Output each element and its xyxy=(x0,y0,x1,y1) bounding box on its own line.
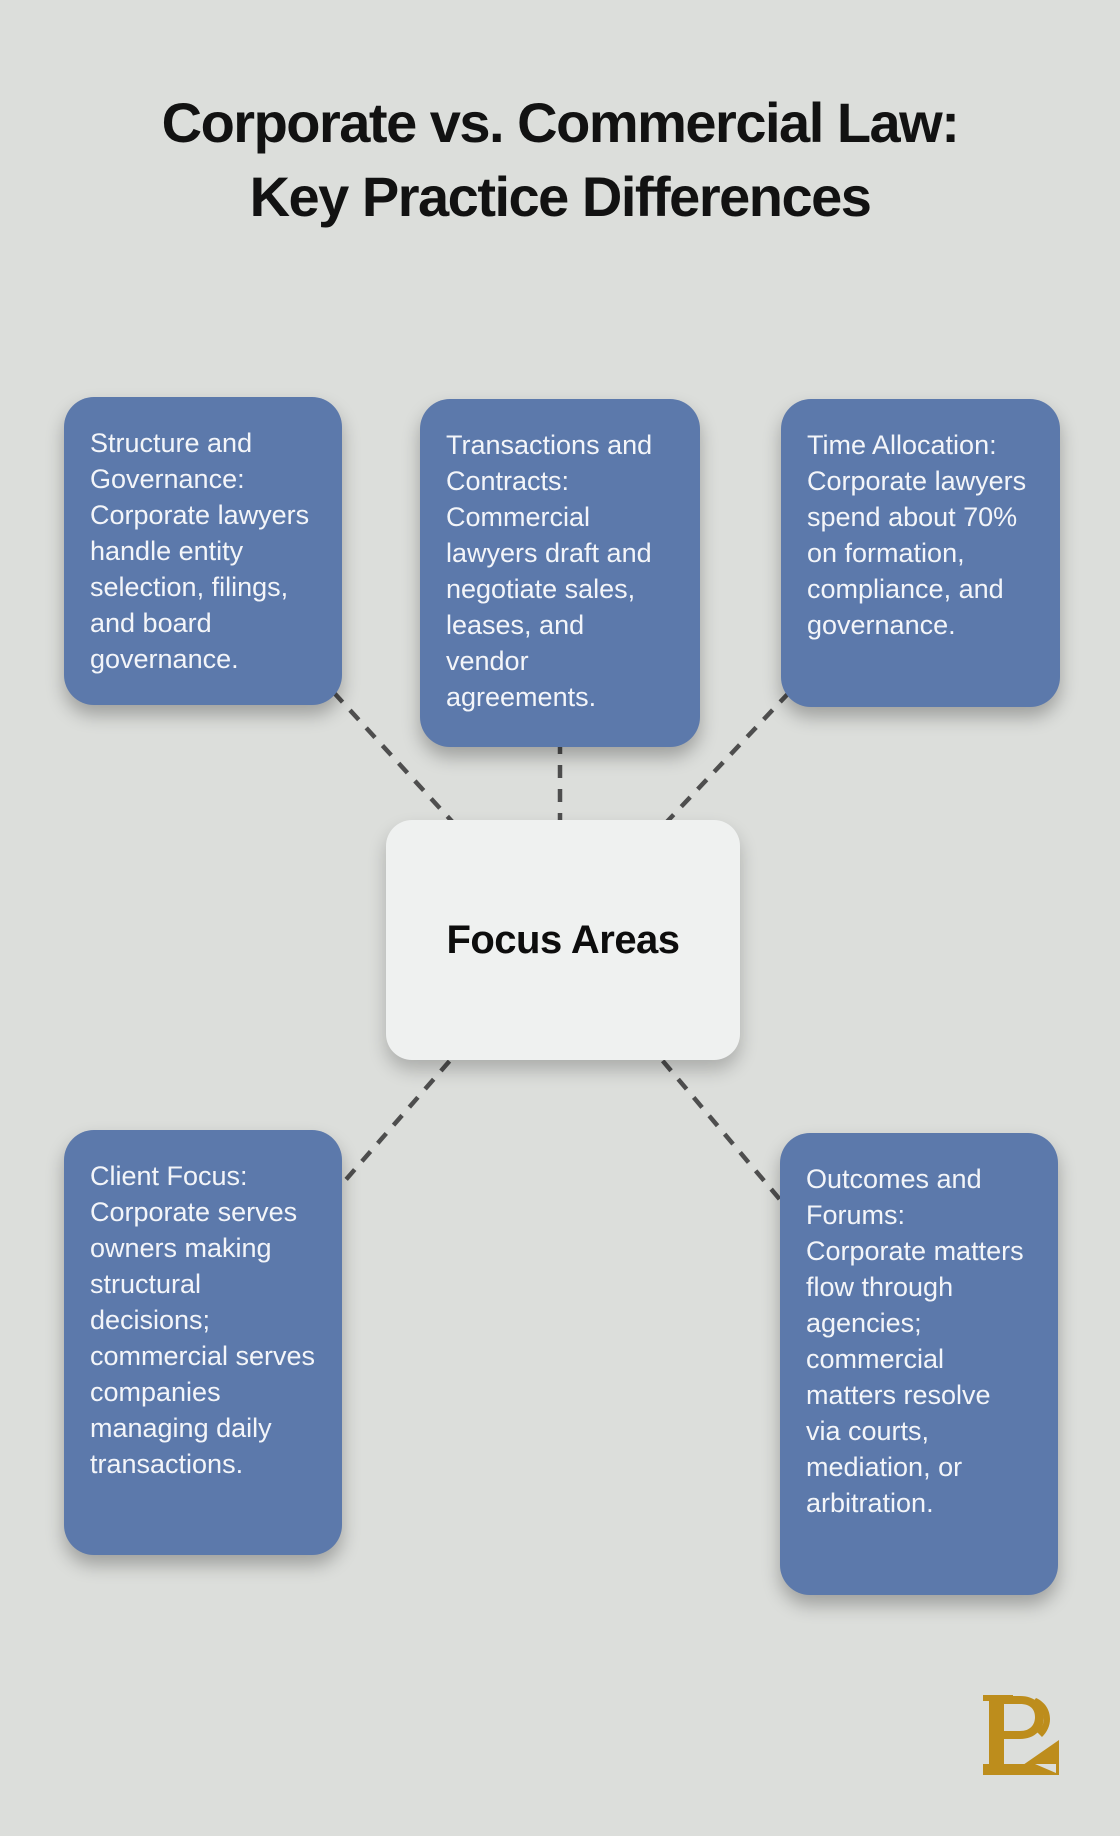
center-node-focus-areas: Focus Areas xyxy=(386,820,740,1060)
page-title: Corporate vs. Commercial Law: Key Practi… xyxy=(0,86,1120,234)
title-line-2: Key Practice Differences xyxy=(249,165,872,228)
center-node-label: Focus Areas xyxy=(446,917,680,962)
title-line-1: Corporate vs. Commercial Law: xyxy=(161,91,960,154)
connector-line-client xyxy=(202,935,560,1344)
node-text: Time Allocation: Corporate lawyers spend… xyxy=(807,430,1027,640)
node-text: Transactions and Contracts: Commercial l… xyxy=(446,430,653,712)
node-text: Outcomes and Forums: Corporate matters f… xyxy=(806,1164,1024,1518)
node-text: Structure and Governance: Corporate lawy… xyxy=(90,428,310,674)
node-time-allocation: Time Allocation: Corporate lawyers spend… xyxy=(781,399,1060,707)
node-transactions-contracts: Transactions and Contracts: Commercial l… xyxy=(420,399,700,747)
node-client-focus: Client Focus: Corporate serves owners ma… xyxy=(64,1130,342,1555)
node-outcomes-forums: Outcomes and Forums: Corporate matters f… xyxy=(780,1133,1058,1595)
node-text: Client Focus: Corporate serves owners ma… xyxy=(90,1161,316,1479)
node-structure-governance: Structure and Governance: Corporate lawy… xyxy=(64,397,342,705)
brand-logo-icon xyxy=(983,1695,1059,1775)
